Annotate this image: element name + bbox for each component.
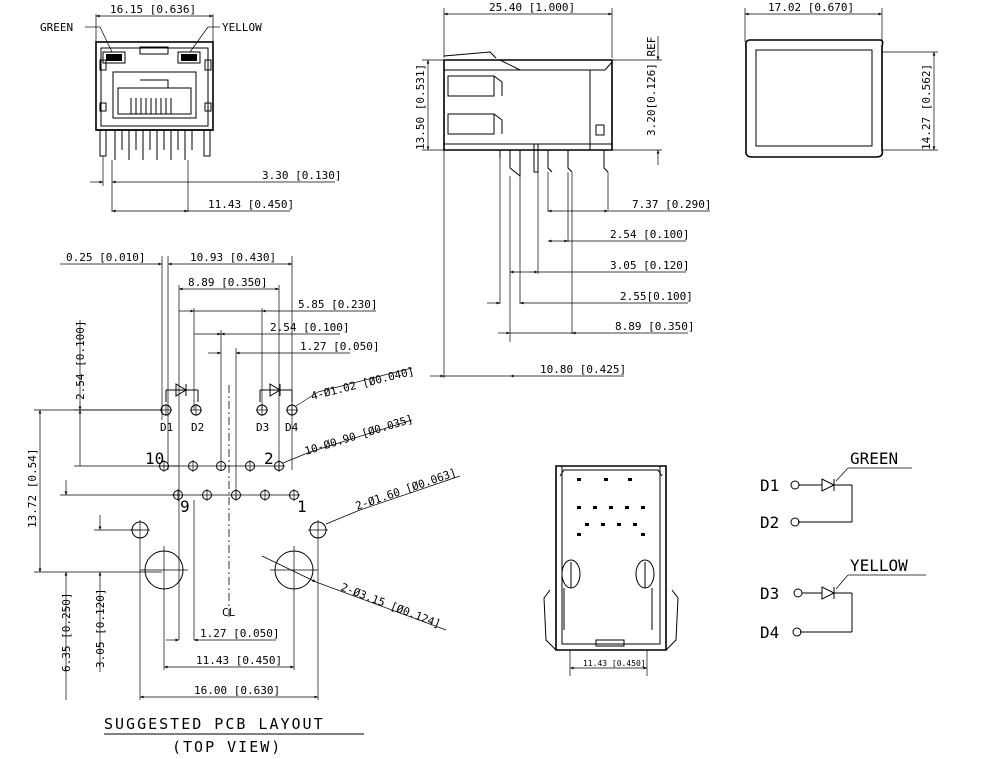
hole-callout-peg: 2-Ø1.60 [Ø0.063] <box>354 466 458 513</box>
top-view: 17.02 [0.670] 14.27 [0.562] <box>744 1 938 158</box>
schem-yellow: YELLOW <box>850 556 908 575</box>
side-dim-1080: 10.80 [0.425] <box>540 363 626 376</box>
pcb-label-d4: D4 <box>285 421 299 434</box>
pcb-dim-b1600: 16.00 [0.630] <box>194 684 280 697</box>
side-dim-255: 2.55[0.100] <box>620 290 693 303</box>
top-width-dim: 17.02 [0.670] <box>768 1 854 14</box>
led-diode-2 <box>259 383 293 402</box>
pcb-dim-254: 2.54 [0.100] <box>270 321 349 334</box>
pcb-dim-b127: 1.27 [0.050] <box>200 627 279 640</box>
schem-pin-d2 <box>790 517 800 527</box>
pcb-subtitle: (TOP VIEW) <box>172 738 282 756</box>
schem-d2: D2 <box>760 513 779 532</box>
hole-callout-shield: 2-Ø3.15 [Ø0.124] <box>339 581 443 631</box>
hole-callout-pin: 10-Ø0.90 [Ø0.035] <box>303 413 414 458</box>
bottom-dim: 11.43 [0.450] <box>583 659 646 668</box>
led-diode-1 <box>165 383 199 402</box>
pcb-dim-585: 5.85 [0.230] <box>298 298 377 311</box>
schem-green: GREEN <box>850 449 898 468</box>
side-height-dim: 13.50 [0.531] <box>414 64 427 150</box>
front-view: 16.15 [0.636] GREEN YELLOW <box>40 3 341 213</box>
top-height-dim: 14.27 [0.562] <box>920 64 933 150</box>
side-dim-889: 8.89 [0.350] <box>615 320 694 333</box>
pcb-dim-v1372: 13.72 [0.54] <box>26 449 39 528</box>
schem-d4: D4 <box>760 623 779 642</box>
pcb-layout: 0.25 [0.010] 10.93 [0.430] 8.89 [0.350] … <box>26 251 461 756</box>
pcb-dim-v635: 6.35 [0.250] <box>60 593 73 672</box>
schem-pin-d4 <box>792 627 802 637</box>
side-dim-305: 3.05 [0.120] <box>610 259 689 272</box>
front-width-dim: 16.15 [0.636] <box>110 3 196 16</box>
pcb-label-d1: D1 <box>160 421 173 434</box>
front-dim-330: 3.30 [0.130] <box>262 169 341 182</box>
pcb-title: SUGGESTED PCB LAYOUT <box>104 715 325 733</box>
side-view: 25.40 [1.000] 13.50 [0.531] 3.20[0.126] … <box>414 1 711 378</box>
schem-pin-d1 <box>790 480 800 490</box>
pcb-dim-127: 1.27 [0.050] <box>300 340 379 353</box>
schem-d1: D1 <box>760 476 779 495</box>
pcb-dim-889: 8.89 [0.350] <box>188 276 267 289</box>
pcb-label-d3: D3 <box>256 421 269 434</box>
bottom-contact-dots <box>577 478 645 536</box>
schem-pin-d3 <box>793 588 803 598</box>
front-green-label: GREEN <box>40 21 73 34</box>
front-yellow-label: YELLOW <box>222 21 262 34</box>
pcb-label-d2: D2 <box>191 421 204 434</box>
centerline-label: CL <box>222 606 236 619</box>
pin-label-1: 1 <box>297 497 307 516</box>
pin-row-1 <box>158 460 285 472</box>
led-schematic: D1 D2 GREEN D3 D4 YELLOW <box>760 449 926 642</box>
hole-callout-led: 4-Ø1.02 [Ø0.040] <box>310 365 416 403</box>
pin-label-9: 9 <box>180 497 190 516</box>
side-dim-737: 7.37 [0.290] <box>632 198 711 211</box>
pcb-dim-v254: 2.54 [0.100] <box>74 321 87 400</box>
pcb-dim-025: 0.25 [0.010] <box>66 251 145 264</box>
bottom-view: 11.43 [0.450] <box>543 465 679 676</box>
pin-row-2 <box>172 489 300 501</box>
pin-label-10: 10 <box>145 449 164 468</box>
side-length-dim: 25.40 [1.000] <box>489 1 575 14</box>
front-contacts <box>130 98 172 114</box>
front-dim-1143: 11.43 [0.450] <box>208 198 294 211</box>
side-dim-254: 2.54 [0.100] <box>610 228 689 241</box>
pcb-dim-1093: 10.93 [0.430] <box>190 251 276 264</box>
schem-d3: D3 <box>760 584 779 603</box>
pin-label-2: 2 <box>264 449 274 468</box>
side-ref-dim: 3.20[0.126] REF <box>645 37 658 136</box>
pcb-dim-v305: 3.05 [0.120] <box>94 589 107 668</box>
pcb-dim-b1143: 11.43 [0.450] <box>196 654 282 667</box>
